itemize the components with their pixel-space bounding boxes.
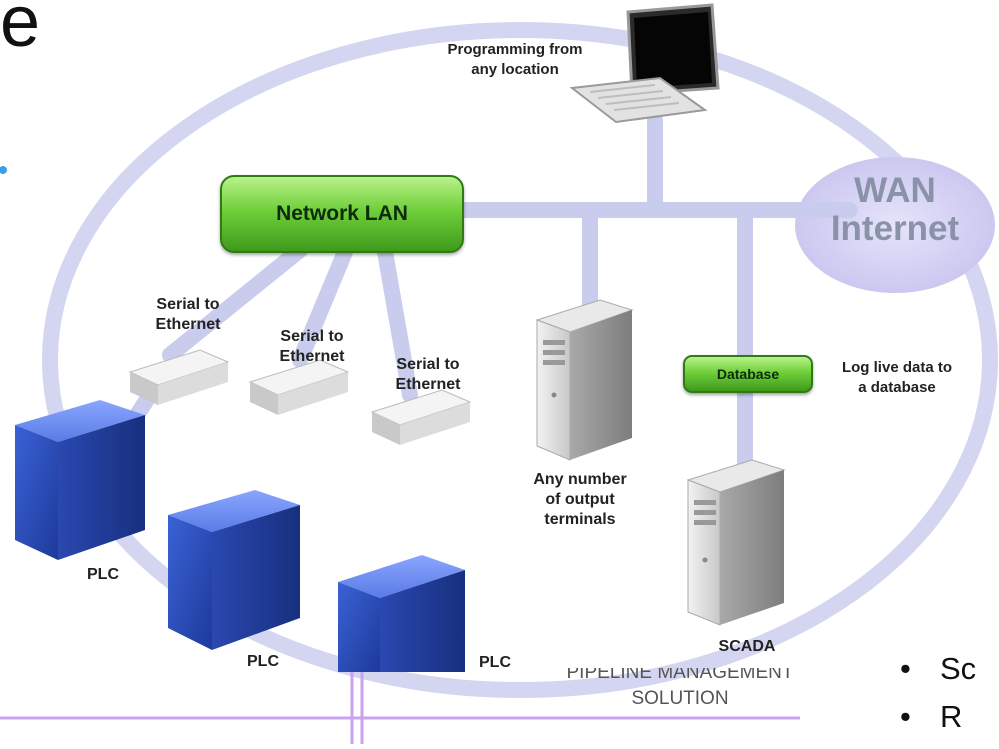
network-lan-node: Network LAN (220, 175, 464, 253)
plc-cube-icon (168, 490, 300, 650)
server-tower-icon (686, 459, 786, 626)
plc-label: PLC (247, 653, 279, 670)
slide-footer: PIPELINE MANAGEMENT SOLUTION (566, 668, 794, 709)
plc-label: PLC (87, 566, 119, 583)
terminals-label: Any number of output terminals (533, 471, 627, 528)
server-tower-icon (535, 299, 634, 461)
wan-label: WAN Internet (830, 171, 960, 248)
log-label: Log live data to a database (841, 359, 952, 396)
converter-label: Serial to Ethernet (395, 356, 461, 393)
plc-cube-icon (15, 400, 145, 560)
slide-bullet-item: •R (900, 699, 963, 734)
plc-label: PLC (479, 654, 511, 671)
plc-cube-icon (338, 555, 465, 672)
network-ring (42, 22, 998, 698)
slide-bullet-item: •Sc (900, 651, 977, 686)
network-lan-label: Network LAN (276, 202, 408, 225)
slide-bullet-list: •Sc •R (900, 645, 999, 744)
converter-label: Serial to Ethernet (279, 328, 345, 365)
network-bus (102, 112, 858, 478)
slide-title-fragment: e (0, 0, 41, 62)
laptop-icon (569, 3, 720, 124)
slide-bullet-mark (0, 166, 7, 174)
database-label: Database (716, 366, 780, 382)
serial-ethernet-converter-icon (128, 349, 230, 405)
laptop-label: Programming from any location (447, 41, 583, 78)
wan-cloud (795, 157, 995, 293)
converter-label: Serial to Ethernet (155, 296, 221, 333)
database-node: Database (683, 355, 813, 393)
serial-ethernet-converter-icon (248, 359, 350, 415)
scada-label: SCADA (718, 638, 776, 655)
serial-ethernet-converter-icon (370, 389, 472, 445)
